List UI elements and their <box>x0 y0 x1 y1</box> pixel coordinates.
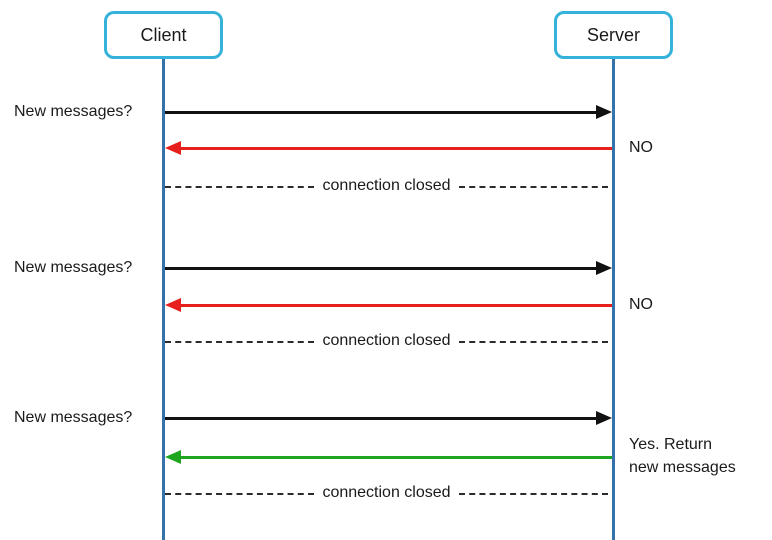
server-actor-box: Server <box>554 11 673 59</box>
arrow-left-icon <box>165 298 181 312</box>
response-arrow-shaft <box>179 303 612 307</box>
server-lifeline <box>612 56 615 540</box>
client-lifeline <box>162 56 165 540</box>
server-actor-label: Server <box>586 24 640 45</box>
dashed-rule <box>165 186 315 188</box>
response-message-label: NO <box>629 296 653 313</box>
request-arrow-shaft <box>165 266 598 270</box>
dashed-rule <box>458 341 608 343</box>
response-arrow-shaft <box>179 455 612 459</box>
dashed-rule <box>165 341 315 343</box>
connection-closed-label: connection closed <box>322 332 451 349</box>
arrow-left-icon <box>165 450 181 464</box>
client-actor-box: Client <box>104 11 223 59</box>
connection-closed-line: connection closed <box>165 332 608 352</box>
request-arrow-shaft <box>165 416 598 420</box>
response-message-label: NO <box>629 139 653 156</box>
arrow-right-icon <box>596 411 612 425</box>
request-message-label: New messages? <box>14 103 133 120</box>
dashed-rule <box>458 186 608 188</box>
connection-closed-label: connection closed <box>322 484 451 501</box>
connection-closed-line: connection closed <box>165 177 608 197</box>
client-actor-label: Client <box>140 24 187 45</box>
connection-closed-line: connection closed <box>165 484 608 504</box>
connection-closed-label: connection closed <box>322 177 451 194</box>
arrow-right-icon <box>596 261 612 275</box>
dashed-rule <box>165 493 315 495</box>
dashed-rule <box>458 493 608 495</box>
arrow-left-icon <box>165 141 181 155</box>
arrow-right-icon <box>596 105 612 119</box>
request-message-label: New messages? <box>14 259 133 276</box>
request-message-label: New messages? <box>14 409 133 426</box>
request-arrow-shaft <box>165 110 598 114</box>
response-arrow-shaft <box>179 146 612 150</box>
response-message-label: Yes. Return new messages <box>629 436 736 476</box>
